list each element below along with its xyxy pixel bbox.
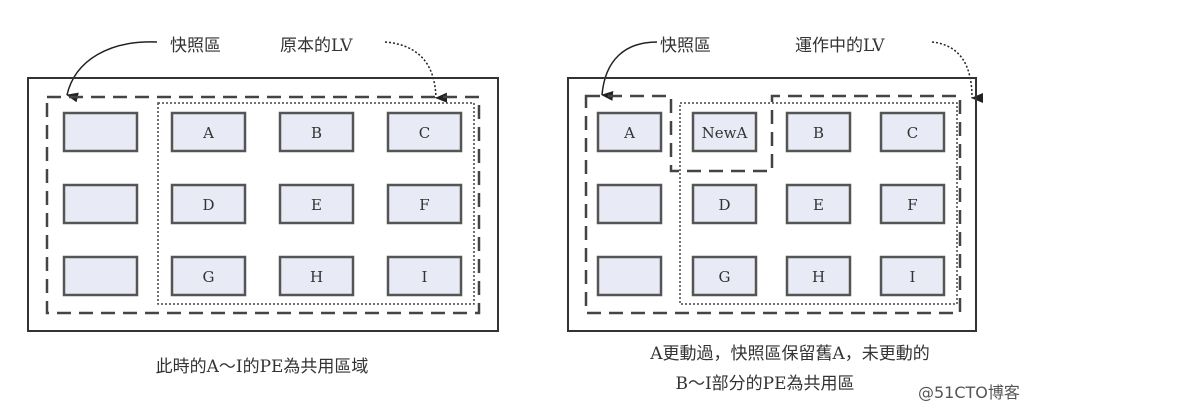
pe-block — [386, 111, 463, 153]
snapshot-arrow-icon — [66, 41, 158, 103]
pe-block — [278, 111, 355, 153]
pe-label: E — [813, 196, 824, 214]
left-lv-label: 原本的LV — [280, 36, 353, 56]
right-caption-line2: B～I部分的PE為共用區 — [675, 374, 854, 394]
volume-group-frame — [27, 77, 499, 332]
volume-group-frame — [567, 77, 977, 332]
pe-label: A — [623, 124, 635, 142]
pe-block — [62, 183, 139, 225]
pe-block — [386, 183, 463, 225]
watermark: @51CTO博客 — [918, 383, 1020, 402]
pe-block — [62, 111, 139, 153]
right-snapshot-label: 快照區 — [660, 36, 711, 56]
pe-label: NewA — [702, 124, 748, 142]
pe-block — [596, 255, 663, 297]
pe-label: D — [202, 196, 214, 214]
pe-block — [879, 111, 946, 153]
right-lv-label: 運作中的LV — [795, 36, 885, 56]
pe-block — [170, 255, 247, 297]
pe-block — [785, 255, 852, 297]
pe-label: A — [202, 124, 214, 142]
lv-arrow-icon — [931, 41, 984, 103]
pe-block — [386, 255, 463, 297]
lv-area — [679, 102, 958, 305]
pe-label: G — [719, 268, 731, 286]
pe-label: B — [311, 124, 322, 142]
pe-label: D — [718, 196, 730, 214]
right-caption-line1: A更動過，快照區保留舊A，未更動的 — [649, 344, 930, 364]
pe-label: F — [419, 196, 429, 214]
pe-label: I — [910, 268, 916, 286]
pe-block — [278, 183, 355, 225]
snapshot-area — [584, 94, 962, 315]
lv-arrow-icon — [384, 41, 448, 103]
pe-block — [785, 183, 852, 225]
pe-block — [170, 111, 247, 153]
pe-block — [596, 183, 663, 225]
pe-block — [691, 111, 758, 153]
pe-label: F — [907, 196, 917, 214]
pe-block — [879, 255, 946, 297]
pe-label: G — [203, 268, 215, 286]
left-snapshot-label: 快照區 — [170, 36, 221, 56]
pe-label: H — [310, 268, 323, 286]
pe-block — [62, 255, 139, 297]
pe-label: C — [907, 124, 918, 142]
pe-label: I — [422, 268, 428, 286]
pe-block — [691, 255, 758, 297]
lv-area — [157, 102, 475, 305]
pe-block — [170, 183, 247, 225]
left-caption: 此時的A～I的PE為共用區域 — [156, 357, 369, 377]
snapshot-area — [45, 95, 481, 315]
pe-block — [879, 183, 946, 225]
pe-label: E — [311, 196, 322, 214]
pe-label: B — [813, 124, 824, 142]
pe-block — [785, 111, 852, 153]
pe-label: C — [419, 124, 430, 142]
left-panel: 快照區 原本的LV A B C D E F G H I 此時的A～I的PE為共用區域 — [27, 36, 499, 377]
pe-block — [278, 255, 355, 297]
pe-block — [691, 183, 758, 225]
pe-label: H — [812, 268, 825, 286]
snapshot-arrow-icon — [601, 41, 658, 101]
pe-block — [596, 111, 663, 153]
right-panel: 快照區 運作中的LV A NewA B C D E F G H I A更動過，快照區保留舊A，未更… — [567, 36, 984, 394]
